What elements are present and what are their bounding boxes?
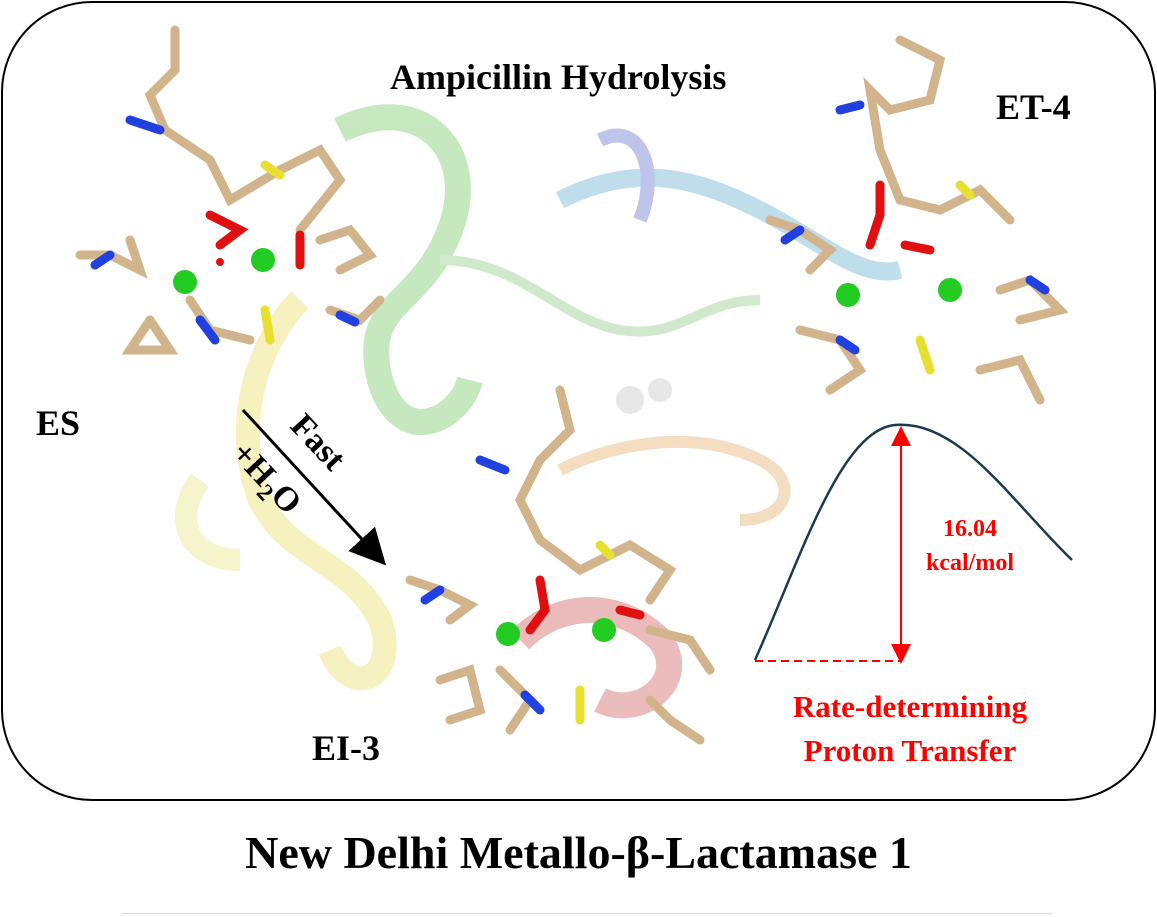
panel-frame	[1, 1, 1156, 801]
rds-line-1: Rate-determining	[792, 689, 1028, 724]
structure-et4	[765, 35, 1069, 405]
state-label-ei3: EI-3	[312, 728, 381, 768]
reaction-arrow	[241, 408, 387, 566]
figure-title: Ampicillin Hydrolysis	[390, 57, 727, 97]
barrier-unit: kcal/mol	[926, 550, 1014, 576]
rate-determining-label: Rate-determining Proton Transfer	[760, 685, 1060, 773]
barrier-value: 16.04	[943, 516, 997, 542]
figure-caption: New Delhi Metallo-β-Lactamase 1	[245, 827, 912, 878]
protein-ribbon-background	[174, 104, 903, 719]
step-reagent-label: +H2O	[219, 435, 309, 527]
state-label-es: ES	[36, 403, 81, 443]
state-label-et4: ET-4	[996, 87, 1071, 127]
energy-barrier-curve	[753, 423, 1073, 661]
rds-line-2: Proton Transfer	[803, 733, 1017, 768]
barrier-energy-label: 16.04 kcal/mol	[905, 512, 1035, 580]
structure-ei3	[405, 385, 715, 745]
structure-es	[75, 25, 385, 355]
footer-divider	[122, 913, 1052, 914]
